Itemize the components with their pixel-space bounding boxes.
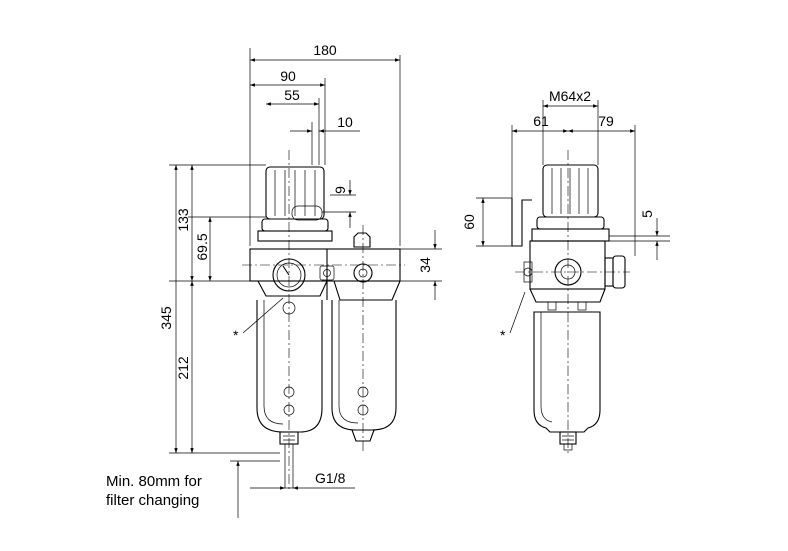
dim-5: 5 [639, 210, 655, 218]
note-line-1: Min. 80mm for [106, 473, 202, 490]
side-view [476, 100, 670, 455]
note-line-2: filter changing [106, 492, 199, 509]
dim-60: 60 [461, 214, 477, 230]
dim-55: 55 [284, 87, 300, 103]
dim-90: 90 [280, 68, 296, 84]
body-block [249, 248, 401, 315]
front-view [169, 48, 442, 518]
dim-345: 345 [158, 306, 174, 330]
regulator-bowl [256, 300, 323, 489]
asterisk-marker: * [233, 327, 239, 343]
mounting-bracket [511, 198, 532, 247]
dim-133: 133 [175, 208, 191, 232]
side-thread-label: M64x2 [549, 88, 591, 104]
drain-cap-top [353, 232, 371, 248]
dim-180: 180 [313, 42, 337, 58]
filter-bowl [331, 300, 397, 442]
side-asterisk-marker: * [500, 327, 506, 343]
dim-212: 212 [175, 356, 191, 380]
dim-34: 34 [417, 257, 433, 273]
side-bowl [533, 311, 601, 433]
dim-10: 10 [337, 114, 353, 130]
regulator-knob [257, 166, 333, 242]
port-thread-label: G1/8 [315, 470, 346, 486]
dim-79: 79 [598, 113, 614, 129]
dim-61: 61 [533, 113, 549, 129]
dim-69-5: 69.5 [194, 233, 210, 260]
dim-9: 9 [332, 186, 348, 194]
